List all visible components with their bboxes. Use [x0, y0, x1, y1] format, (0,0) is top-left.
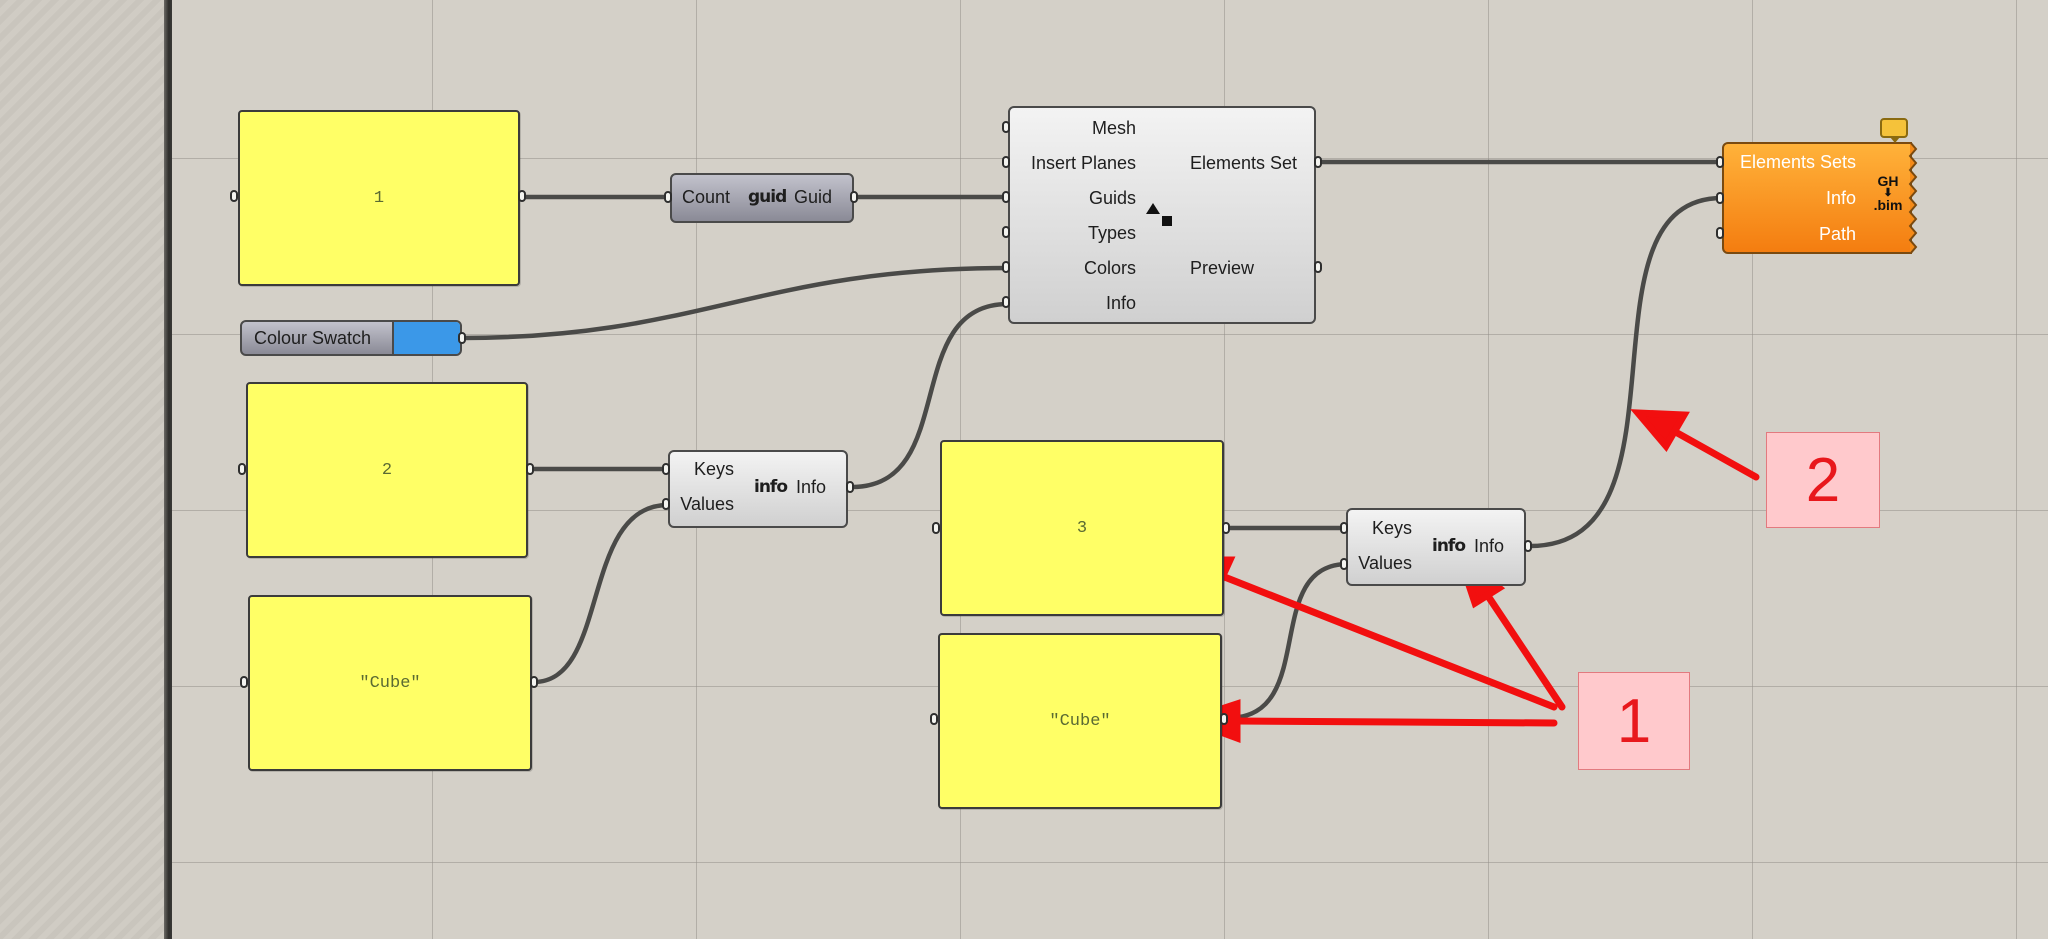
info2-output-grip[interactable]: [1524, 540, 1532, 552]
wire-info2-export: [1527, 195, 1725, 549]
wire-cube2-values: [1225, 561, 1351, 721]
input-info: Info: [1105, 293, 1136, 313]
download-arrow-icon: ⬇: [1883, 187, 1893, 199]
callout-1: 1: [1578, 672, 1690, 770]
info-component-2[interactable]: Keys Values info Info: [1346, 508, 1526, 586]
info-input-grip[interactable]: [1002, 296, 1010, 308]
panel-cube-a-input-grip[interactable]: [240, 676, 248, 688]
info2-keys-grip[interactable]: [1340, 522, 1348, 534]
panel-cube-a-output-grip[interactable]: [530, 676, 538, 688]
panel-2-input-grip[interactable]: [238, 463, 246, 475]
input-insert-planes: Insert Planes: [1030, 153, 1136, 173]
elements-sets-input-grip[interactable]: [1716, 156, 1724, 168]
input-guids: Guids: [1088, 188, 1136, 208]
message-bubble-icon[interactable]: [1880, 118, 1908, 143]
count-input-grip[interactable]: [664, 191, 672, 203]
info1-output-grip[interactable]: [846, 481, 854, 493]
colors-input-grip[interactable]: [1002, 261, 1010, 273]
wire-cube-values: [531, 502, 671, 685]
elements-set-output-grip[interactable]: [1314, 156, 1322, 168]
info2-values-grip[interactable]: [1340, 558, 1348, 570]
guid-icon: guid: [748, 187, 787, 207]
swatch-output-grip[interactable]: [458, 332, 466, 344]
guid-output-grip[interactable]: [850, 191, 858, 203]
export-bim-component[interactable]: Elements Sets Info Path GH ⬇ .bim: [1722, 142, 1912, 254]
values-label: Values: [680, 494, 734, 514]
elements-set-component[interactable]: Mesh Insert Planes Guids Types Colors In…: [1008, 106, 1316, 324]
preview-output-grip[interactable]: [1314, 261, 1322, 273]
wire-info1-info: [849, 301, 1011, 490]
arrow-2-head: [1630, 409, 1690, 453]
output-elements-set: Elements Set: [1190, 153, 1298, 173]
arrow-1b: [1232, 717, 1558, 727]
values-label: Values: [1358, 553, 1412, 573]
info1-values-grip[interactable]: [662, 498, 670, 510]
panel-text: 3: [1076, 518, 1088, 538]
bim-text: .bim: [1873, 197, 1903, 213]
left-sidebar: [0, 0, 170, 939]
info-icon: info: [754, 477, 788, 497]
input-elements-sets: Elements Sets: [1739, 152, 1856, 172]
info-input-grip[interactable]: [1716, 192, 1724, 204]
panel-cube-b[interactable]: "Cube": [938, 633, 1222, 809]
panel-1-output-grip[interactable]: [518, 190, 526, 202]
arrow-2: [1668, 426, 1760, 481]
path-input-grip[interactable]: [1716, 227, 1724, 239]
panel-cube-b-input-grip[interactable]: [930, 713, 938, 725]
panel-3-output-grip[interactable]: [1222, 522, 1230, 534]
arrow-1c: [1484, 592, 1566, 711]
wire-swatch-colors: [459, 265, 1011, 341]
count-label: Count: [682, 187, 731, 207]
sidebar-edge: [164, 0, 172, 939]
panel-value-1[interactable]: 1: [238, 110, 520, 286]
info-component-1[interactable]: Keys Values info Info: [668, 450, 848, 528]
guid-label: Guid: [794, 187, 833, 207]
insert-planes-input-grip[interactable]: [1002, 156, 1010, 168]
count-guid-component[interactable]: Count guid Guid: [670, 173, 854, 223]
mesh-input-grip[interactable]: [1002, 121, 1010, 133]
types-input-grip[interactable]: [1002, 226, 1010, 238]
input-types: Types: [1087, 223, 1136, 243]
arrow-1a: [1218, 572, 1558, 711]
panel-value-3[interactable]: 3: [940, 440, 1224, 616]
panel-text: "Cube": [359, 673, 421, 693]
input-colors: Colors: [1083, 258, 1136, 278]
keys-label: Keys: [693, 459, 734, 479]
panel-value-2[interactable]: 2: [246, 382, 528, 558]
callout-2: 2: [1766, 432, 1880, 528]
info1-keys-grip[interactable]: [662, 463, 670, 475]
panel-text: "Cube": [1049, 711, 1111, 731]
keys-label: Keys: [1371, 518, 1412, 538]
info-output-label: Info: [1474, 536, 1505, 556]
input-info: Info: [1825, 188, 1856, 208]
colour-swatch-label: Colour Swatch: [254, 328, 372, 348]
panel-1-input-grip[interactable]: [230, 190, 238, 202]
panel-text: 1: [373, 188, 385, 208]
colour-swatch-component[interactable]: Colour Swatch: [240, 320, 462, 356]
panel-cube-a[interactable]: "Cube": [248, 595, 532, 771]
callout-2-text: 2: [1805, 445, 1841, 515]
panel-text: 2: [381, 460, 393, 480]
swatch-color-box[interactable]: [392, 322, 460, 354]
guids-input-grip[interactable]: [1002, 191, 1010, 203]
panel-cube-b-output-grip[interactable]: [1220, 713, 1228, 725]
input-path: Path: [1818, 224, 1856, 244]
info-icon: info: [1432, 536, 1466, 556]
mesh-triangle-square-icon: [1146, 203, 1172, 226]
panel-3-input-grip[interactable]: [932, 522, 940, 534]
gh-text: GH: [1877, 173, 1899, 189]
panel-2-output-grip[interactable]: [526, 463, 534, 475]
input-mesh: Mesh: [1091, 118, 1136, 138]
zigzag-edge: [1908, 142, 1918, 254]
callout-1-text: 1: [1616, 686, 1652, 756]
info-output-label: Info: [796, 477, 827, 497]
output-preview: Preview: [1190, 258, 1255, 278]
gh-bim-icon: GH ⬇ .bim: [1868, 174, 1908, 212]
